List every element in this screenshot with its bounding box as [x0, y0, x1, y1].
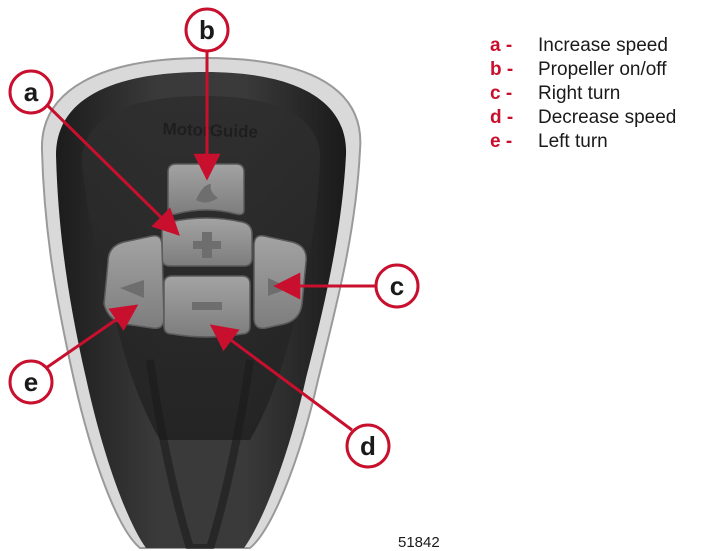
legend-letter: a -	[490, 34, 538, 58]
legend-text: Propeller on/off	[538, 58, 667, 82]
legend-letter: e -	[490, 130, 538, 154]
button-right-turn[interactable]	[254, 236, 306, 329]
callout-a: a	[10, 71, 52, 113]
callout-d: d	[347, 425, 389, 467]
legend-text: Decrease speed	[538, 106, 676, 130]
legend-item-e: e - Left turn	[490, 130, 676, 154]
callout-a-label: a	[24, 77, 39, 107]
button-decrease-speed[interactable]	[164, 276, 250, 337]
legend-item-a: a - Increase speed	[490, 34, 676, 58]
callout-b-label: b	[199, 15, 215, 45]
button-left-turn[interactable]	[104, 236, 164, 329]
legend-item-c: c - Right turn	[490, 82, 676, 106]
legend-letter: c -	[490, 82, 538, 106]
legend-text: Increase speed	[538, 34, 668, 58]
legend-text: Left turn	[538, 130, 608, 154]
legend-item-b: b - Propeller on/off	[490, 58, 676, 82]
callout-c-label: c	[390, 271, 404, 301]
legend-letter: d -	[490, 106, 538, 130]
figure-number: 51842	[398, 534, 440, 551]
brand-logo: MotorGuide	[162, 119, 258, 141]
legend-letter: b -	[490, 58, 538, 82]
callout-b: b	[186, 9, 228, 51]
legend-text: Right turn	[538, 82, 620, 106]
callout-e-label: e	[24, 367, 38, 397]
callout-c: c	[376, 265, 418, 307]
callout-d-label: d	[360, 431, 376, 461]
callout-e: e	[10, 361, 52, 403]
legend-item-d: d - Decrease speed	[490, 106, 676, 130]
button-increase-speed[interactable]	[162, 218, 252, 266]
minus-icon	[192, 302, 222, 310]
legend: a - Increase speed b - Propeller on/off …	[490, 34, 676, 154]
